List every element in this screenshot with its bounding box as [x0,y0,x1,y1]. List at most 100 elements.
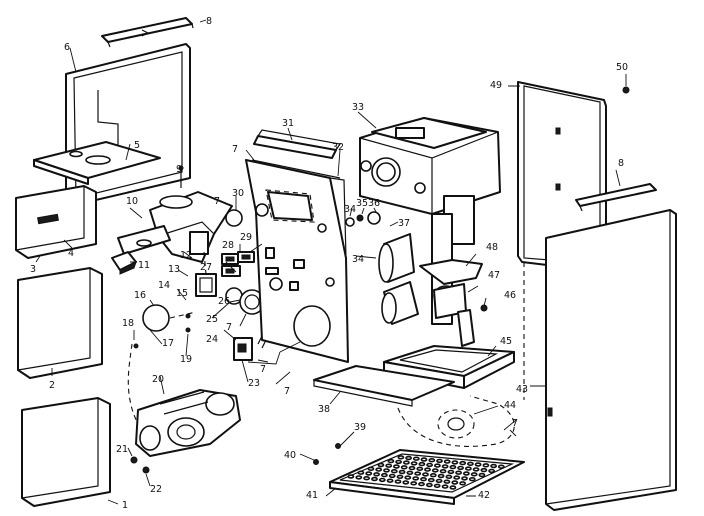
filter-part-42 [329,449,525,505]
heat-exchanger-panel [225,159,349,363]
callout-7d: 7 [260,364,266,375]
filter-hole [461,476,468,481]
filter-hole [357,470,365,475]
callout-16: 16 [134,290,146,301]
oil-burner-part-20 [127,343,241,474]
cover-part-23 [233,295,295,361]
filter-hole [437,473,445,479]
callout-2: 2 [49,380,55,391]
filter-hole [405,455,412,461]
filter-hole [490,463,497,469]
callout-40: 40 [284,450,296,461]
filter-hole [449,464,457,470]
callout-labels: 1 2 3 4 5 6 7 7 7 7 7 7 8 8 9 10 11 12 1… [30,16,628,511]
callout-36: 36 [368,198,380,209]
filter-hole [371,476,378,482]
filter-hole [400,465,408,470]
filter-hole [386,478,394,483]
sight-glass-part-16 [142,304,197,332]
filter-hole [480,467,488,473]
callout-41: 41 [306,490,318,501]
callout-15: 15 [176,288,188,299]
callout-29: 29 [240,232,252,243]
filter-hole [378,477,386,483]
filter-hole [402,460,410,465]
callout-12: 12 [180,250,192,261]
filter-hole [404,475,412,480]
callout-5: 5 [134,140,140,151]
filter-hole [365,471,373,476]
relay-part-12 [195,251,217,297]
callout-7b: 7 [214,196,220,207]
filter-hole [390,469,398,474]
ring-part-26 [225,287,265,315]
filter-hole [418,461,426,467]
filter-hole [451,460,459,465]
filter-hole [457,465,464,471]
filter-hole [453,475,461,480]
filter-hole [383,468,390,473]
callout-50: 50 [616,62,628,73]
bracket-part-31 [253,129,342,159]
filter-hole [482,463,490,468]
callout-32: 32 [332,142,344,153]
filter-hole [445,474,453,479]
top-rail-part-8 [101,17,194,48]
filter-hole [472,467,480,472]
filter-hole [424,467,431,472]
filter-hole [392,464,400,469]
filter-hole [420,477,427,482]
leader-lines [35,19,627,505]
callout-21: 21 [116,444,128,455]
filter-hole [497,464,505,469]
callout-37: 37 [398,218,410,229]
callout-3: 3 [30,264,36,275]
filter-hole [418,481,425,487]
callout-7: 7 [232,144,238,155]
callout-7f: 7 [512,418,518,429]
filter-hole [347,474,355,479]
filter-hole [459,460,467,466]
callout-7c: 7 [226,322,232,333]
filter-hole [443,479,451,484]
callout-18: 18 [122,318,134,329]
burner-assembly-part-10 [117,191,233,263]
filter-hole [425,482,433,488]
filter-hole [416,466,424,471]
filter-hole [414,471,422,476]
filter-hole [375,467,383,472]
callout-11: 11 [138,260,150,271]
callout-17: 17 [162,338,174,349]
filter-hole [385,463,393,468]
filter-hole [468,477,476,482]
callout-6: 6 [64,42,70,53]
callout-8b: 8 [618,158,624,169]
filter-hole [470,472,478,477]
filter-hole [464,466,472,471]
screw-part-50 [622,86,630,94]
filter-hole [410,481,418,486]
callout-19: 19 [180,354,192,365]
control-box-part-3 [15,185,97,259]
filter-hole [402,480,410,485]
filter-hole [408,465,416,471]
callout-22: 22 [150,484,162,495]
callout-28: 28 [222,240,234,251]
base-plate-part-38 [313,365,455,407]
front-panel-part-2 [17,267,103,379]
filter-hole [427,477,435,483]
callout-25: 25 [206,314,218,325]
callout-13: 13 [168,264,180,275]
callout-39: 39 [354,422,366,433]
filter-hole [373,472,380,477]
callout-46: 46 [504,290,516,301]
filter-hole [380,472,388,478]
callout-24: 24 [206,334,218,345]
filter-hole [394,479,402,484]
callout-49: 49 [490,80,502,91]
filter-hole [412,476,420,481]
filter-hole [462,471,470,476]
filter-hole [395,459,402,465]
